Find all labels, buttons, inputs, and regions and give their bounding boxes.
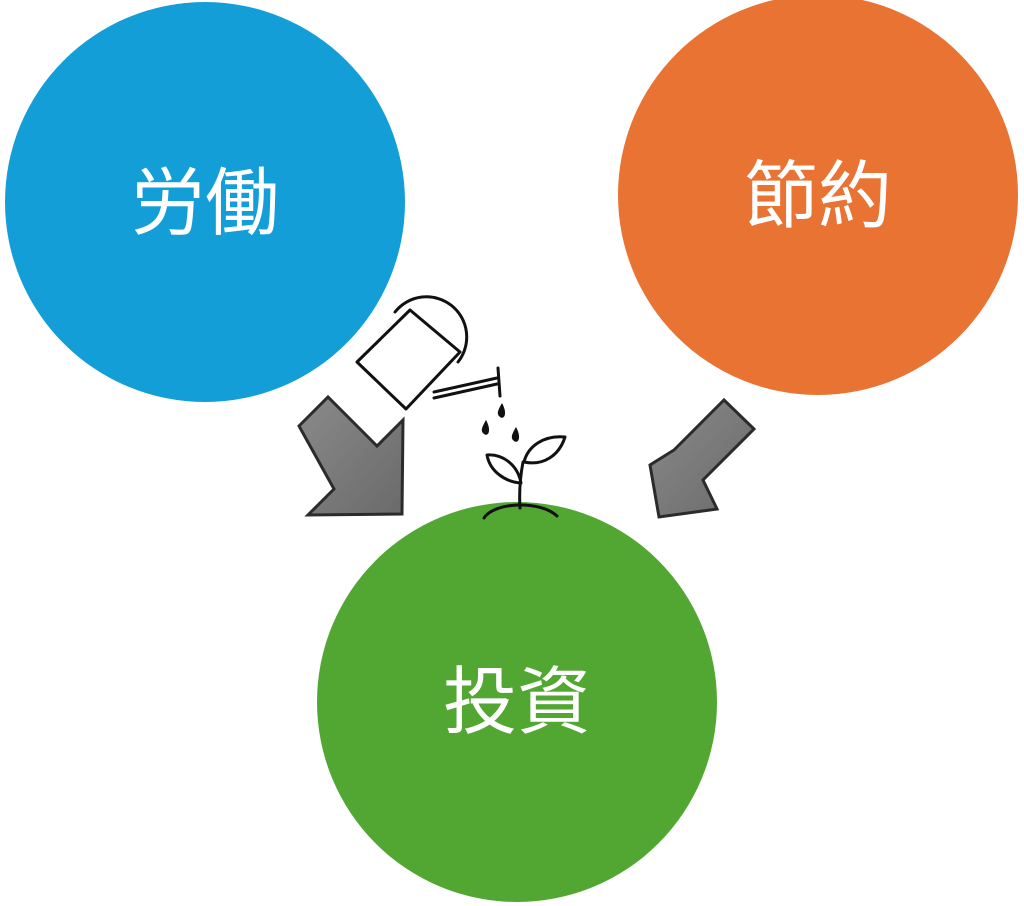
node-investment: 投資 (317, 502, 717, 902)
node-labor-label: 労働 (131, 161, 279, 247)
node-investment-circle (317, 502, 717, 902)
water-drop (481, 420, 490, 435)
node-saving-label: 節約 (744, 154, 892, 240)
node-labor-circle (5, 2, 405, 402)
node-saving: 節約 (618, 0, 1018, 395)
water-drop (497, 403, 506, 418)
node-saving-circle (618, 0, 1018, 395)
water-drop (511, 427, 520, 442)
watering-can-icon (355, 295, 502, 411)
water-drops (481, 403, 520, 442)
node-investment-label: 投資 (443, 660, 591, 746)
arrow-saving-to-investment (648, 397, 757, 519)
sprout-icon (482, 435, 567, 520)
arrow-labor-to-investment (297, 394, 405, 517)
node-labor: 労働 (5, 2, 405, 402)
